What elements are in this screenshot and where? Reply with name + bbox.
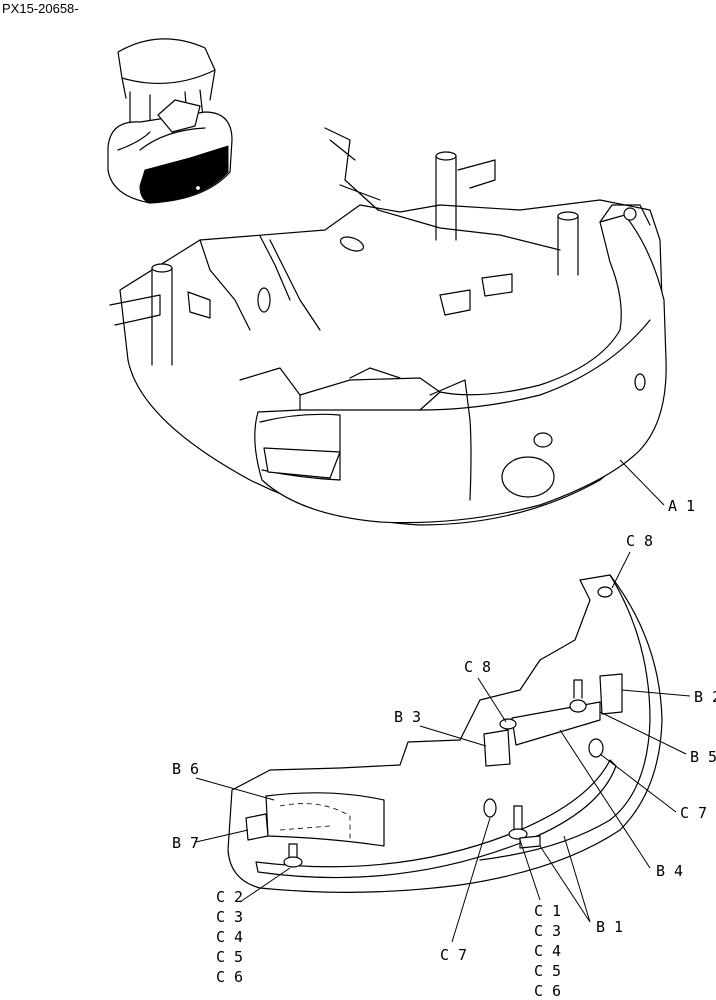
callout-left-4: C 5 — [216, 948, 243, 966]
pad-c8-top — [597, 586, 613, 598]
callout-c8-mid: C 8 — [464, 658, 491, 676]
callout-b7: B 7 — [172, 834, 199, 852]
leader-a1 — [619, 459, 665, 506]
callout-group-left: C 2 C 3 C 4 C 5 C 6 — [216, 867, 291, 986]
leader-b5 — [599, 711, 687, 755]
callout-right-3: C 4 — [534, 942, 561, 960]
leader-b6 — [195, 777, 275, 801]
callout-left-3: C 4 — [216, 928, 243, 946]
callout-left-2: C 3 — [216, 908, 243, 926]
leader-b7 — [195, 829, 249, 843]
callout-b4: B 4 — [656, 862, 683, 880]
plate-b7 — [245, 813, 269, 841]
leader-c8-mid — [477, 677, 507, 723]
leader-c8-top — [611, 551, 631, 589]
callout-left-5: C 6 — [216, 968, 243, 986]
callout-b6: B 6 — [172, 760, 199, 778]
leader-c7-bottom — [451, 817, 491, 943]
leader-c7-right — [599, 753, 677, 813]
leader-b4 — [559, 729, 651, 869]
callout-right-2: C 3 — [534, 922, 561, 940]
block-b2 — [599, 673, 623, 715]
callout-left-1: C 2 — [216, 888, 243, 906]
leader-b2 — [621, 689, 691, 697]
callout-group-right: C 1 C 3 C 4 C 5 C 6 — [519, 839, 561, 1000]
callout-right-5: C 6 — [534, 982, 561, 1000]
callout-right-4: C 5 — [534, 962, 561, 980]
callout-c7-right: C 7 — [680, 804, 707, 822]
callout-b2: B 2 — [694, 688, 716, 706]
drawing-ref: PX15-20658- — [2, 1, 79, 16]
leader-b1 — [539, 835, 591, 923]
callout-a1: A 1 — [668, 497, 695, 515]
callout-c8-top: C 8 — [626, 532, 653, 550]
exploded-detail-view — [227, 574, 663, 893]
leader-b3 — [419, 725, 487, 747]
leader-right-group — [519, 839, 541, 901]
plate-b6 — [265, 792, 385, 847]
callout-b5: B 5 — [690, 748, 716, 766]
leader-left-group — [239, 867, 291, 903]
callout-right-1: C 1 — [534, 902, 561, 920]
callout-b3: B 3 — [394, 708, 421, 726]
callout-c7-bottom: C 7 — [440, 946, 467, 964]
main-frame-view — [109, 127, 667, 526]
machine-thumbnail — [107, 38, 233, 204]
block-b3 — [483, 729, 511, 767]
callout-b1: B 1 — [596, 918, 623, 936]
